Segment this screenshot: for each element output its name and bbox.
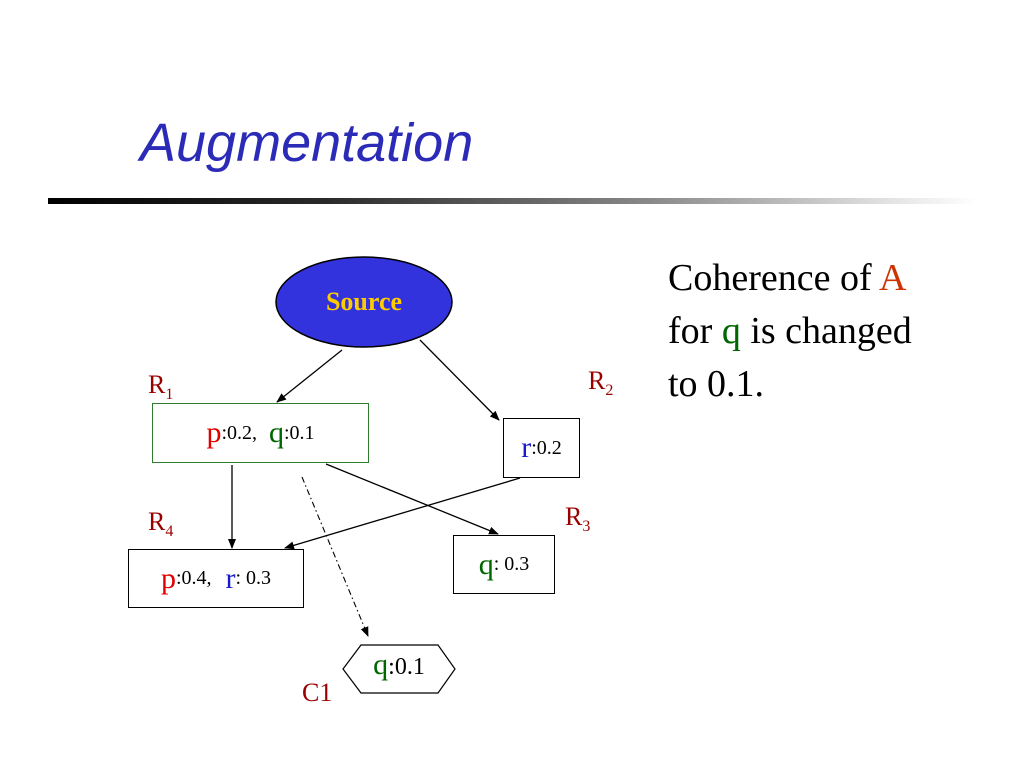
- node-r4: p :0.4, r : 0.3: [128, 549, 304, 608]
- r1-p-var: p: [206, 416, 222, 449]
- source-label: Source: [325, 287, 403, 316]
- label-r1: R1: [148, 370, 173, 404]
- label-r2: R2: [588, 366, 613, 400]
- r4-p-value: :0.4,: [175, 567, 212, 589]
- note-text-3: is changed: [750, 310, 912, 352]
- r3-q-value: : 0.3: [493, 553, 530, 575]
- note-var-q: q: [721, 310, 741, 352]
- r4-p-var: p: [160, 561, 176, 595]
- edge-r2-r4: [284, 477, 521, 550]
- r2-r-value: :0.2: [531, 436, 562, 459]
- label-r4: R4: [148, 507, 173, 541]
- note-text-1: Coherence of: [668, 257, 872, 299]
- edge-r1-r3: [325, 463, 499, 535]
- label-r2-sub: 2: [605, 382, 614, 400]
- label-r1-letter: R: [148, 370, 166, 399]
- label-r2-letter: R: [588, 366, 606, 395]
- note-text-2: for: [668, 310, 713, 352]
- c1-q-var: q: [373, 648, 389, 681]
- label-r4-sub: 4: [165, 523, 174, 541]
- label-r3-sub: 3: [582, 518, 591, 536]
- title-divider: [48, 198, 978, 204]
- node-r3: q : 0.3: [453, 535, 555, 594]
- edge-source-r1: [276, 349, 343, 403]
- edge-r1-c1-dashed: [301, 476, 369, 637]
- r4-r-var: r: [225, 561, 236, 595]
- label-r1-sub: 1: [165, 386, 174, 404]
- node-r1: p :0.2, q :0.1: [152, 403, 369, 463]
- edge-source-r2: [419, 339, 500, 421]
- note-text-4: to 0.1.: [668, 363, 765, 405]
- r1-p-value: :0.2,: [221, 421, 257, 444]
- r2-r-var: r: [521, 431, 532, 464]
- label-r3: R3: [565, 502, 590, 536]
- label-c1: C1: [302, 678, 333, 707]
- node-c1: q:0.1: [343, 648, 455, 682]
- r1-q-value: :0.1: [284, 421, 315, 444]
- label-r3-letter: R: [565, 502, 583, 531]
- r3-q-var: q: [478, 547, 494, 581]
- c1-q-value: :0.1: [388, 654, 425, 680]
- note-var-a: A: [879, 257, 907, 299]
- r1-q-var: q: [269, 416, 284, 449]
- source-node: [275, 256, 453, 348]
- c1-node-shape: [342, 644, 456, 694]
- coherence-note: Coherence of A for q is changed to 0.1.: [668, 252, 998, 411]
- node-r2: r :0.2: [503, 418, 580, 478]
- slide-title: Augmentation: [140, 113, 474, 173]
- r4-r-value: : 0.3: [235, 567, 272, 589]
- label-r4-letter: R: [148, 507, 166, 536]
